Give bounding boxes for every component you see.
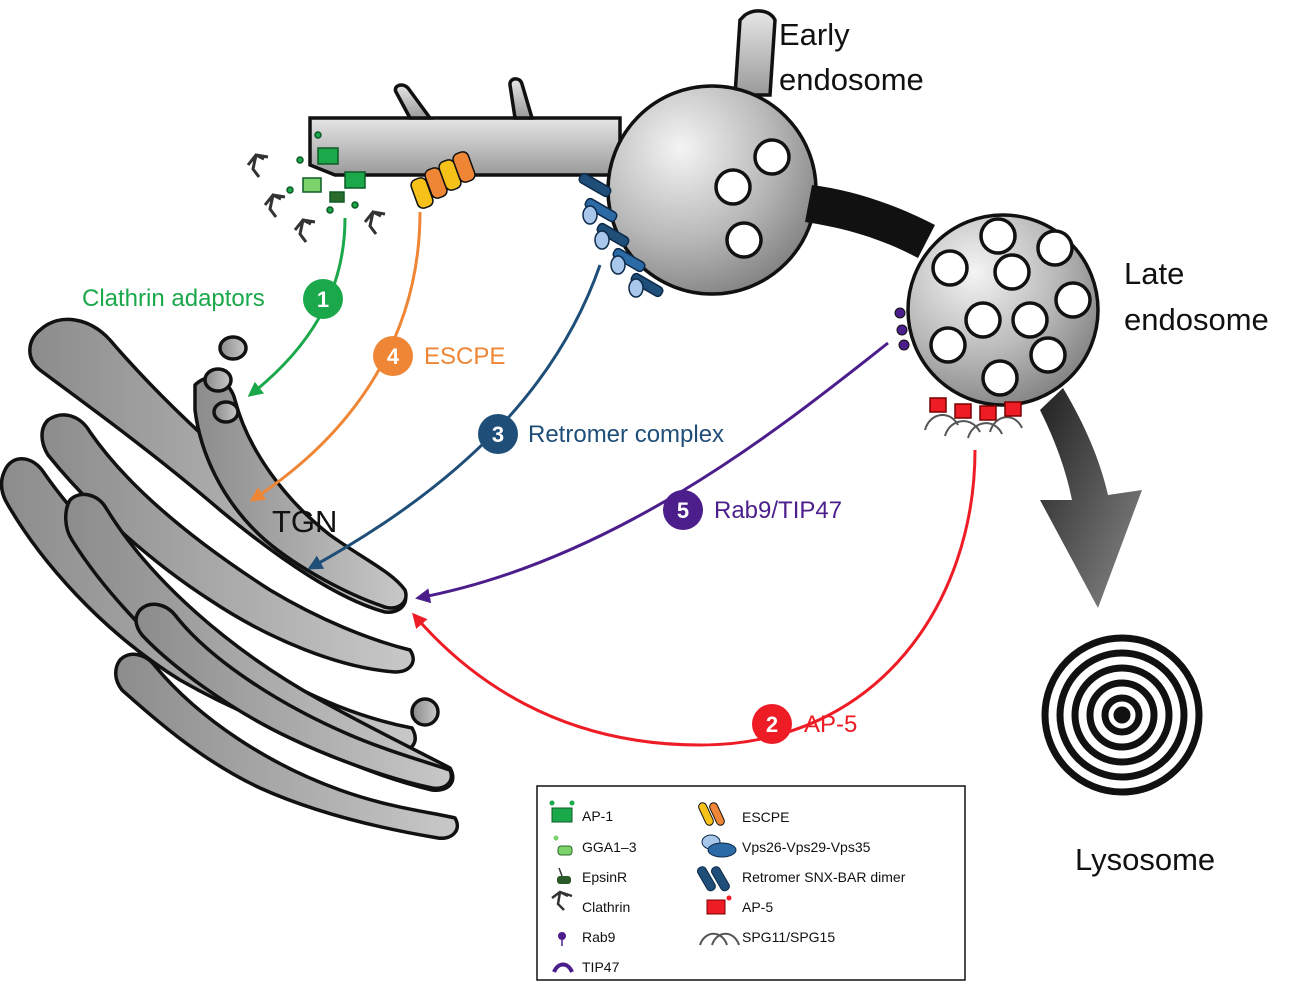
pathway-number-4: 4 [387, 344, 400, 369]
pathway-number-3: 3 [492, 422, 504, 447]
legend-label-ap5: AP-5 [742, 899, 773, 915]
pathway-4-arrow [249, 211, 422, 502]
legend-icon-epsinr [557, 867, 571, 884]
pathway-label-5: Rab9/TIP47 [714, 497, 842, 524]
clathrin-coat [246, 153, 386, 243]
legend-label-tip47: TIP47 [582, 959, 620, 975]
maturation-arrow-late-to-lysosome [1040, 388, 1142, 608]
pathway-number-1: 1 [317, 287, 329, 312]
late-endosome-label-line2: endosome [1124, 302, 1269, 337]
pathway-badge-5: 5 [663, 490, 703, 530]
early-endosome-label-line1: Early [779, 17, 850, 52]
late-endosome [906, 213, 1100, 407]
escpe-coil [410, 151, 476, 209]
pathway-label-3: Retromer complex [528, 421, 724, 448]
early-endosome-label-line2: endosome [779, 62, 924, 97]
pathway-badge-3: 3 [478, 414, 518, 454]
tgn-label: TGN [272, 504, 337, 539]
legend-label-epsinr: EpsinR [582, 869, 627, 885]
legend-icon-spg [699, 932, 740, 946]
legend-icon-escpe [698, 802, 725, 826]
pathway-label-1: Clathrin adaptors [82, 285, 265, 312]
ap5-spg-coat [924, 397, 1023, 439]
legend-label-snx-bar: Retromer SNX-BAR dimer [742, 869, 906, 885]
legend-icon-ap5 [706, 895, 732, 915]
retromer-coat [578, 172, 664, 298]
legend-icon-tip47 [552, 962, 574, 973]
ap1-complexes [286, 131, 366, 214]
legend-icon-snx-bar [696, 866, 730, 892]
late-endosome-label-line1: Late [1124, 256, 1184, 291]
pathway-badge-4: 4 [373, 336, 413, 376]
pathway-2-arrow [412, 449, 977, 747]
golgi-tgn [0, 317, 460, 840]
pathway-number-5: 5 [677, 498, 689, 523]
legend-label-gga: GGA1–3 [582, 839, 637, 855]
pathway-label-4: ESCPE [424, 343, 505, 370]
legend-icon-rab9 [558, 932, 566, 946]
legend-label-rab9: Rab9 [582, 929, 616, 945]
lysosome [1041, 634, 1203, 796]
pathway-badge-1: 1 [303, 279, 343, 319]
pathway-3-arrow [307, 264, 602, 570]
maturation-arrow-early-to-late [805, 185, 935, 258]
lysosome-label: Lysosome [1075, 842, 1215, 877]
legend-icon-clathrin [551, 890, 573, 911]
legend-label-escpe: ESCPE [742, 809, 789, 825]
legend-icon-gga [553, 835, 573, 856]
pathway-label-2: AP-5 [804, 711, 857, 738]
legend-icon-ap1 [549, 800, 575, 823]
early-endosome [308, 9, 818, 296]
rab9-tip47 [894, 307, 910, 351]
legend-icon-vps [701, 834, 737, 858]
pathway-badge-2: 2 [752, 704, 792, 744]
pathway-5-arrow [415, 341, 889, 604]
pathway-number-2: 2 [766, 712, 778, 737]
legend-label-clathrin: Clathrin [582, 899, 630, 915]
legend-label-spg: SPG11/SPG15 [742, 929, 835, 945]
legend: AP-1 GGA1–3 EpsinR Clathrin Rab9 TIP47 E… [536, 785, 966, 981]
legend-label-ap1: AP-1 [582, 808, 613, 824]
legend-label-vps: Vps26-Vps29-Vps35 [742, 839, 871, 855]
